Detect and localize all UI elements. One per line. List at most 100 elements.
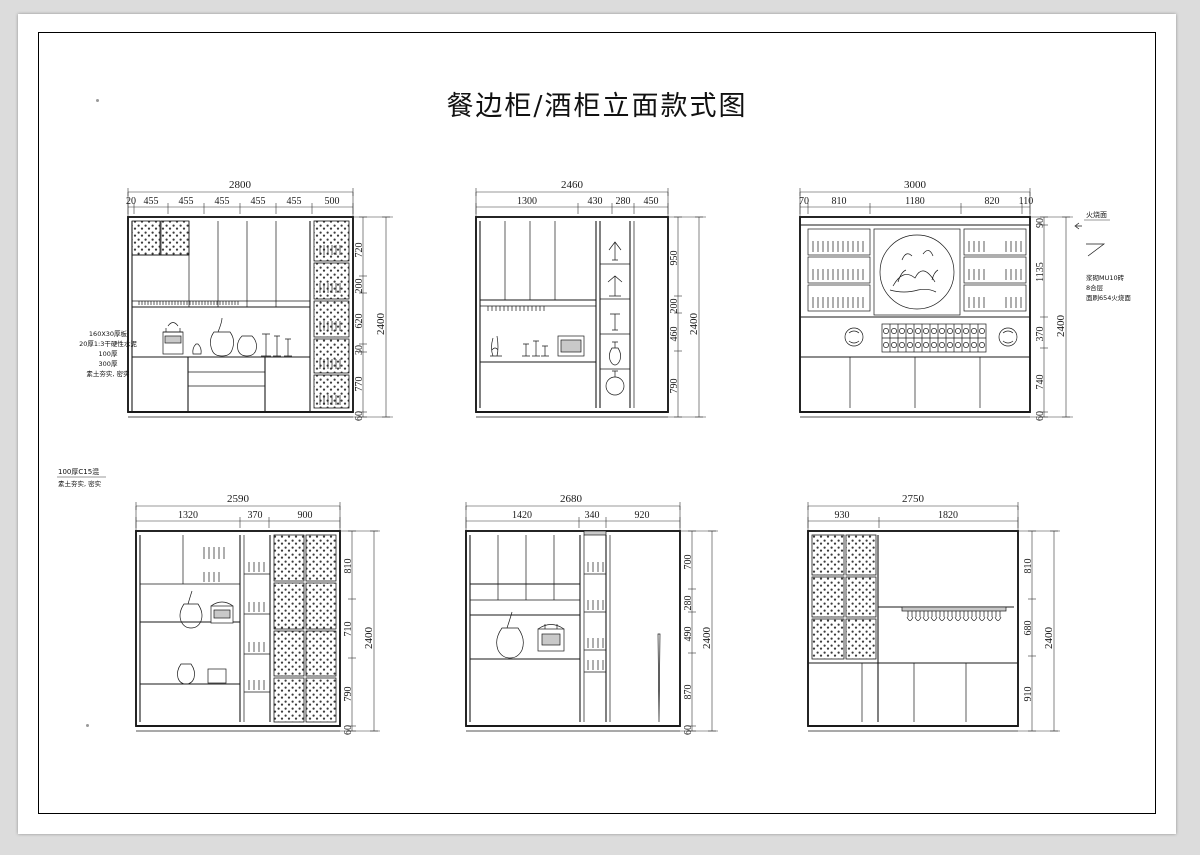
- elev-1-w3: 455: [215, 196, 230, 207]
- elev-1-h1: 200: [354, 279, 365, 294]
- elev-3-total-width: 3000: [904, 179, 927, 191]
- elev-5-total-width: 2680: [560, 493, 583, 505]
- smudge-mark: [96, 99, 99, 102]
- elev-1-width-dims: [127, 188, 354, 219]
- elev-2-h1: 200: [669, 299, 680, 314]
- handle-line: [657, 633, 661, 723]
- elev-1-height-dims: [353, 216, 393, 418]
- elev-4-w0: 1320: [178, 510, 198, 521]
- elev-4-width-dims: [135, 502, 341, 533]
- note-left-upper: 160X30厚板 20厚1:3干硬性水泥 100厚 300厚 素土夯实, 密实: [79, 329, 137, 378]
- elev-5-w1: 340: [585, 510, 600, 521]
- elevation-1: 2800 20 455 455 455 455 455 500: [126, 179, 393, 421]
- elev-2-width-dims: [475, 188, 669, 219]
- elev-5-width-dims: [465, 502, 681, 533]
- elev-1-h4: 770: [354, 377, 365, 392]
- elev-1-h2: 620: [354, 314, 365, 329]
- elev-2-h2: 460: [669, 327, 680, 342]
- elev-4-total-height: 2400: [363, 627, 375, 650]
- elev-2-height-dims: [668, 216, 706, 418]
- note-left-upper-line-3: 100厚: [99, 350, 118, 358]
- elev-3-height-dims: [1030, 216, 1073, 418]
- elev-1-h0: 720: [354, 243, 365, 258]
- elev-1-w6: 500: [325, 196, 340, 207]
- elev-1-w5: 455: [287, 196, 302, 207]
- elev-3-h0: 90: [1035, 218, 1046, 228]
- elev-3-h2: 370: [1035, 327, 1046, 342]
- elev-3-w0: 70: [799, 196, 809, 207]
- note-fire-finish-label: 火烧面: [1086, 210, 1107, 219]
- elev-3-w3: 820: [985, 196, 1000, 207]
- landscape-art-motif: [889, 250, 939, 293]
- elev-5-decor-objects: [496, 611, 565, 659]
- elev-1-h5: 60: [354, 411, 365, 421]
- elev-1-total-width: 2800: [229, 179, 252, 191]
- note-left-upper-line-5: 素土夯实, 密实: [86, 369, 130, 378]
- elev-4-h2: 790: [343, 687, 354, 702]
- elevation-2: 2460 1300 430 280 450: [475, 179, 706, 418]
- elevation-3: 3000 70 810 1180 820 110: [799, 179, 1131, 421]
- elev-6-total-width: 2750: [902, 493, 925, 505]
- elev-3-width-dims: [799, 188, 1031, 219]
- note-right-line-1: 浆砌MU10砖: [1086, 273, 1125, 282]
- elev-2-column-objects: [605, 241, 625, 396]
- elev-3-h4: 60: [1035, 411, 1046, 421]
- elev-2-w3: 450: [644, 196, 659, 207]
- elev-4-w2: 900: [298, 510, 313, 521]
- elev-5-h4: 60: [683, 725, 694, 735]
- note-right-line-2: 8合层: [1086, 283, 1104, 292]
- wine-glass-rack-2: [487, 306, 545, 311]
- drawings-canvas: 2800 20 455 455 455 455 455 500: [18, 14, 1176, 834]
- elev-5-total-height: 2400: [701, 627, 713, 650]
- elevation-5: 2680 1420 340 920: [465, 493, 718, 735]
- elev-5-h2: 490: [683, 627, 694, 642]
- elev-2-h3: 790: [669, 379, 680, 394]
- elev-4-w1: 370: [248, 510, 263, 521]
- elev-2-total-width: 2460: [561, 179, 584, 191]
- note-right-line-3: 面刷654火烧面: [1086, 293, 1131, 302]
- elev-1-w2: 455: [179, 196, 194, 207]
- bottles-tower-5: [587, 562, 604, 670]
- elev-5-h0: 700: [683, 555, 694, 570]
- elev-3-total-height: 2400: [1055, 315, 1067, 338]
- elev-1-total-height: 2400: [375, 313, 387, 336]
- wine-glass-rack-6: [906, 611, 1002, 621]
- elev-6-h0: 810: [1023, 559, 1034, 574]
- elev-6-total-height: 2400: [1043, 627, 1055, 650]
- elev-1-h3: 30: [354, 345, 365, 355]
- bottles-left-3: [812, 241, 864, 308]
- note-left-lower-line-2: 素土夯实, 密实: [58, 479, 102, 488]
- elev-2-w0: 1300: [517, 196, 537, 207]
- elev-2-h0: 950: [669, 251, 680, 266]
- elev-1-decor-objects: [162, 317, 292, 357]
- elevation-6: 2750 930 1820: [807, 493, 1060, 732]
- elev-5-h3: 870: [683, 685, 694, 700]
- elev-6-width-dims: [807, 502, 1019, 533]
- elev-4-height-dims: [340, 530, 380, 732]
- diamond-wine-rack: [882, 324, 986, 352]
- elev-6-w1: 1820: [938, 510, 958, 521]
- elev-4-decor-objects: [177, 590, 234, 685]
- elev-6-h1: 680: [1023, 621, 1034, 636]
- elev-4-h3: 60: [343, 725, 354, 735]
- bottles-column-1: [319, 245, 341, 405]
- bottles-shelf-4a: [203, 547, 225, 582]
- note-left-upper-line-1: 160X30厚板: [89, 329, 128, 338]
- page-title: 餐边柜/酒柜立面款式图: [446, 91, 748, 122]
- elev-1-w4: 455: [251, 196, 266, 207]
- elevation-4: 2590 1320 370 900: [135, 493, 380, 735]
- bottles-right-3: [968, 241, 1022, 308]
- elev-3-h1: 1135: [1035, 262, 1046, 282]
- elev-3-w1: 810: [832, 196, 847, 207]
- elev-2-w2: 280: [616, 196, 631, 207]
- sheet-border: [38, 32, 1156, 814]
- elev-5-w0: 1420: [512, 510, 532, 521]
- elev-4-total-width: 2590: [227, 493, 250, 505]
- elev-6-h2: 910: [1023, 687, 1034, 702]
- elev-4-h1: 710: [343, 622, 354, 637]
- elev-2-decor-objects: [490, 335, 585, 357]
- elev-3-w4: 110: [1019, 196, 1034, 207]
- bottles-tower-4: [248, 562, 265, 690]
- note-left-lower-line-1: 100厚C15混: [58, 467, 99, 476]
- elev-4-h0: 810: [343, 559, 354, 574]
